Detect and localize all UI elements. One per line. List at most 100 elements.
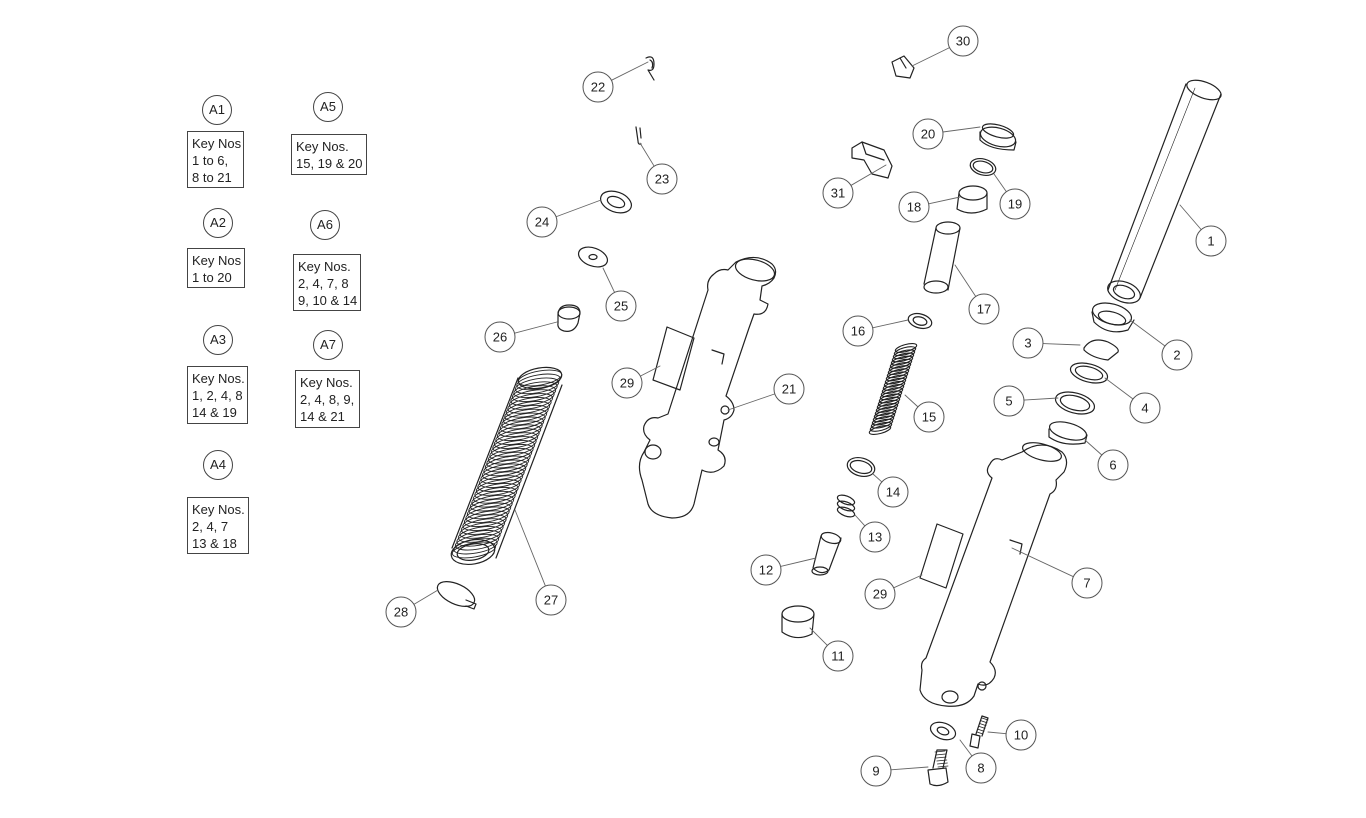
part-13-small-spring [836,494,856,518]
leader-line-2 [1129,319,1166,347]
part-9-bolt [927,749,949,787]
part-10-screw [969,715,989,749]
kit-description-a2: Key Nos 1 to 20 [187,248,245,288]
callout-number-2: 2 [1173,348,1180,363]
leader-line-29 [639,365,661,377]
part-23-split-pin [635,126,642,145]
callout-number-30: 30 [956,34,970,49]
callout-number-22: 22 [591,80,605,95]
part-4-oil-seal [1069,362,1109,384]
part-31-sensor [851,141,893,179]
leader-line-24 [555,199,602,218]
leader-line-31 [850,164,887,186]
callout-circle-29 [611,367,643,399]
leader-line-26 [514,321,558,334]
part-11-cup [781,605,815,639]
callout-circle-11 [822,640,854,672]
leader-line-19 [993,173,1007,193]
callout-number-3: 3 [1024,336,1031,351]
leader-line-7 [1011,547,1074,578]
callout-circle-4 [1129,392,1161,424]
callout-circle-1 [1195,225,1227,257]
callout-number-25: 25 [614,299,628,314]
part-29-reflector-right [919,523,964,589]
callout-circle-27 [535,584,567,616]
part-6-bush [1048,421,1088,445]
leader-line-14 [872,473,883,483]
part-16-ring [907,312,933,330]
callout-number-23: 23 [655,172,669,187]
kit-description-a3: Key Nos. 1, 2, 4, 8 14 & 19 [187,366,248,424]
part-2-seal-holder [1091,302,1135,333]
kit-description-a6: Key Nos. 2, 4, 7, 8 9, 10 & 14 [293,254,361,311]
callout-number-5: 5 [1005,394,1012,409]
part-20-cap [979,123,1017,151]
kit-description-a4: Key Nos. 2, 4, 7 13 & 18 [187,497,249,554]
part-3-circlip [1083,339,1119,361]
callout-circle-9 [860,755,892,787]
kit-code-a4: A4 [203,450,233,480]
callout-circle-26 [484,321,516,353]
callout-number-19: 19 [1008,197,1022,212]
callout-number-27: 27 [544,593,558,608]
callout-number-20: 20 [921,127,935,142]
part-25-washer [577,246,609,268]
callout-circle-15 [913,401,945,433]
part-26-plug [557,304,581,332]
callout-circle-18 [898,191,930,223]
part-18-bush [956,185,988,214]
kit-code-a3: A3 [203,325,233,355]
callout-circle-2 [1161,339,1193,371]
callout-circle-6 [1097,449,1129,481]
part-24-lock-washer [599,190,633,214]
part-21-lower-slider [638,256,777,519]
callout-number-9: 9 [872,764,879,779]
leader-line-18 [928,196,961,205]
leader-line-23 [639,142,655,167]
leader-line-3 [1042,343,1081,346]
callout-number-17: 17 [977,302,991,317]
callout-number-16: 16 [851,324,865,339]
callout-number-11: 11 [831,649,845,664]
part-29-reflector-left [652,326,695,391]
callout-circle-19 [999,188,1031,220]
callout-circle-17 [968,293,1000,325]
callout-circle-7 [1071,567,1103,599]
leader-line-11 [809,627,828,646]
callout-circle-10 [1005,719,1037,751]
callout-circle-20 [912,118,944,150]
callout-number-18: 18 [907,200,921,215]
callout-circle-21 [773,373,805,405]
part-28-hose-clip [436,581,477,610]
part-8-washer [929,721,957,741]
callout-circle-12 [750,554,782,586]
callout-number-21: 21 [782,382,796,397]
leader-line-8 [959,739,973,757]
callout-circle-24 [526,206,558,238]
leader-line-28 [413,589,439,605]
callout-circle-14 [877,476,909,508]
leader-line-1 [1179,204,1202,231]
callout-number-15: 15 [922,410,936,425]
leader-line-30 [911,47,950,67]
leader-line-9 [890,766,929,771]
part-1-fork-tube [1107,79,1222,304]
kit-description-a5: Key Nos. 15, 19 & 20 [291,134,367,175]
part-15-spring [868,343,918,435]
callout-number-10: 10 [1014,728,1028,743]
kit-code-a7: A7 [313,330,343,360]
callout-number-29: 29 [873,587,887,602]
part-5-washer [1054,391,1096,415]
callout-number-13: 13 [868,530,882,545]
callout-circle-28 [385,596,417,628]
leader-line-21 [727,393,776,411]
part-19-o-ring [969,157,997,177]
kit-code-a1: A1 [202,95,232,125]
part-22-retaining-clip [645,56,655,81]
leader-line-5 [1023,397,1059,401]
callout-circle-8 [965,752,997,784]
leader-line-13 [854,514,866,527]
leader-line-15 [904,394,919,408]
